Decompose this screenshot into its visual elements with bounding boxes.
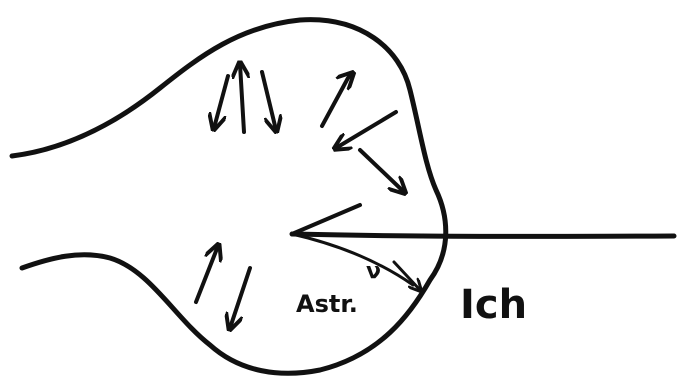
horizontal-line <box>292 234 674 236</box>
label-astr: Astr. <box>296 290 358 318</box>
arrow-up-lower <box>196 246 218 302</box>
arrow-down-1 <box>214 76 228 128</box>
label-nu: ν <box>366 259 381 284</box>
upper-boundary-line <box>12 20 446 374</box>
center-arrow-upper-stroke <box>292 205 360 234</box>
arrow-down-right <box>360 150 404 192</box>
center-arrow-lower-stroke <box>292 234 413 285</box>
zigzag-arrow <box>322 74 352 126</box>
arrow-up <box>240 64 244 132</box>
arrow-diagonal-upper <box>336 112 396 148</box>
arrow-down-2 <box>262 72 276 130</box>
label-ich: Ich <box>460 282 527 328</box>
arrow-down-lower <box>230 268 250 328</box>
